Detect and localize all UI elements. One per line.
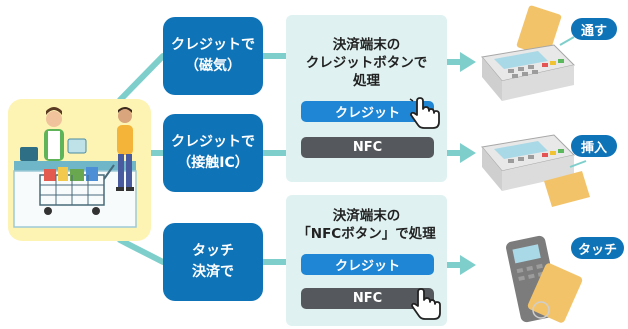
panel-nfc-title-line1: 決済端末の [332, 208, 401, 224]
method-contact-ic-line1: クレジットで [171, 134, 255, 150]
method-contact-ic-line2: （接触IC） [177, 155, 249, 171]
pointing-hand-icon-2 [411, 288, 441, 320]
method-touch: タッチ 決済で [163, 223, 263, 301]
checkout-illustration [13, 107, 137, 228]
card-terminal-touch-icon [506, 235, 583, 323]
store-checkout-scene [8, 99, 151, 241]
tag-touch: タッチ [571, 237, 624, 259]
nfc-button-2[interactable]: NFC [301, 288, 434, 309]
method-touch-line1: タッチ [192, 243, 234, 259]
tag-swipe: 通す [571, 18, 617, 40]
card-terminal-insert-icon [481, 134, 590, 207]
nfc-button[interactable]: NFC [301, 137, 434, 158]
method-contact-ic: クレジットで （接触IC） [163, 114, 263, 192]
card-terminal-swipe-icon [481, 5, 575, 101]
method-touch-line2: 決済で [192, 264, 234, 280]
method-magnetic: クレジットで （磁気） [163, 17, 263, 95]
panel-credit-title-line1: 決済端末の [332, 37, 401, 53]
credit-button[interactable]: クレジット [301, 101, 434, 122]
panel-credit-title-line2: クレジットボタンで [305, 55, 428, 71]
panel-nfc-title-line2: 「NFCボタン」で処理 [297, 226, 436, 242]
panel-credit-title-line3: 処理 [353, 73, 380, 89]
panel-credit-button: 決済端末の クレジットボタンで 処理 クレジット NFC [286, 15, 447, 182]
tag-insert: 挿入 [571, 135, 617, 157]
method-magnetic-line1: クレジットで [171, 37, 255, 53]
credit-button-2[interactable]: クレジット [301, 254, 434, 275]
method-magnetic-line2: （磁気） [185, 58, 241, 74]
pointing-hand-icon [409, 97, 440, 129]
